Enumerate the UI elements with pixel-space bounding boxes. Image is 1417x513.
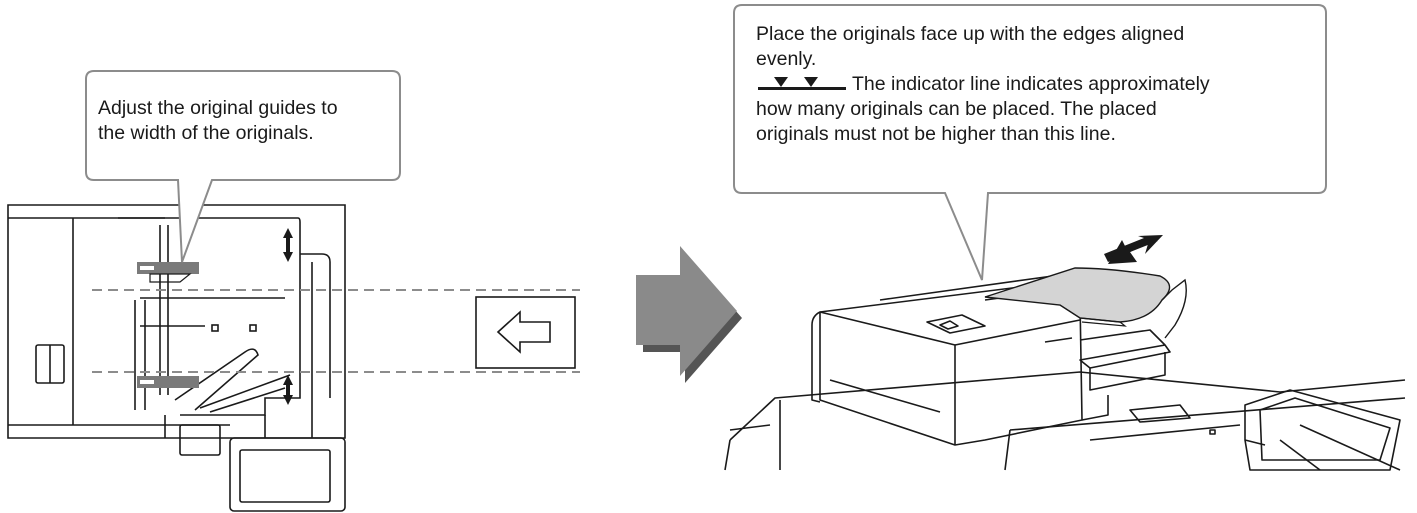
- callout-right-line-3-text: The indicator line indicates approximate…: [852, 73, 1210, 95]
- callout-left-line-2: the width of the originals.: [98, 121, 398, 146]
- callout-right-line-2: evenly.: [756, 47, 1326, 72]
- original-guide-bottom: [137, 376, 199, 388]
- indicator-line-icon: [758, 77, 846, 91]
- right-arrow-icon: [636, 246, 742, 383]
- callout-right-line-5: originals must not be higher than this l…: [756, 122, 1326, 147]
- adjust-arrow-icon: [283, 228, 293, 405]
- callout-right-line-4: how many originals can be placed. The pl…: [756, 97, 1326, 122]
- feeder-top-view: [8, 205, 345, 511]
- callout-left-text: Adjust the original guides to the width …: [98, 96, 398, 146]
- insert-arrow-icon: [1104, 235, 1163, 264]
- left-arrow-icon: [476, 297, 575, 368]
- callout-right-text: Place the originals face up with the edg…: [756, 22, 1326, 147]
- callout-right-line-3: The indicator line indicates approximate…: [756, 72, 1326, 97]
- callout-right-line-1: Place the originals face up with the edg…: [756, 22, 1326, 47]
- originals-stack: [985, 268, 1186, 338]
- callout-left-line-1: Adjust the original guides to: [98, 96, 398, 121]
